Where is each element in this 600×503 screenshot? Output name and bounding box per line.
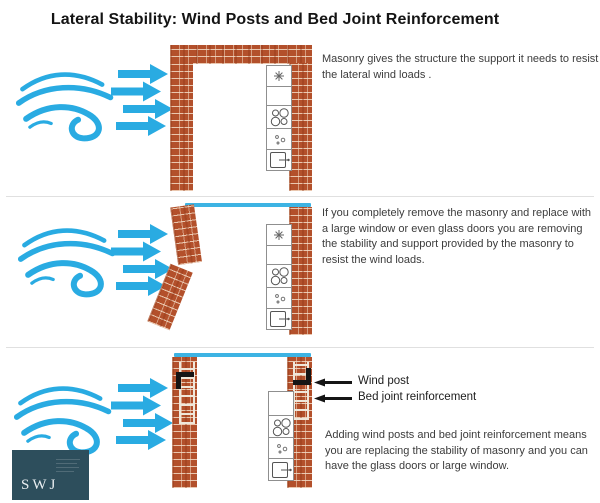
dots-icon <box>276 443 287 453</box>
masonry-wall-left <box>170 63 193 191</box>
wind-swirl-icon <box>18 222 118 298</box>
logo-text: SWJ <box>21 477 59 493</box>
glass-beam <box>174 353 311 357</box>
row-divider <box>6 347 594 348</box>
cabinet-unit <box>266 245 292 265</box>
extractor-unit <box>266 65 292 87</box>
fan-icon <box>274 71 284 81</box>
hob-icon <box>270 267 289 286</box>
sink-icon <box>269 152 290 168</box>
worktop-unit <box>268 437 294 459</box>
dots-icon <box>274 293 285 303</box>
extractor-unit <box>266 224 292 246</box>
sink-unit <box>266 308 292 330</box>
wind-post-label: Wind post <box>358 375 410 387</box>
swj-logo: SWJ <box>12 450 89 500</box>
wind-post-angle-right <box>293 368 311 385</box>
wind-swirl-icon <box>16 66 116 142</box>
hob-unit <box>268 415 294 438</box>
hob-icon <box>272 417 291 436</box>
bed-joint-reinforcement-right <box>293 362 309 420</box>
row-caption: Masonry gives the structure the support … <box>322 53 599 81</box>
kitchen-units <box>268 391 294 481</box>
logo-texture <box>56 471 74 472</box>
callout-arrow-icon <box>314 394 352 403</box>
row-caption: If you completely remove the masonry and… <box>322 207 592 266</box>
worktop-unit <box>266 287 292 309</box>
wind-swirl-icon <box>14 380 114 456</box>
kitchen-units <box>266 65 292 171</box>
wind-post-angle-left <box>176 372 194 389</box>
masonry-wall-right <box>289 63 312 191</box>
hob-unit <box>266 105 292 129</box>
hob-unit <box>266 264 292 288</box>
glass-beam <box>185 203 311 207</box>
sink-unit <box>268 458 294 481</box>
sink-icon <box>269 311 290 327</box>
row-caption: Adding wind posts and bed joint reinforc… <box>325 429 588 473</box>
sink-unit <box>266 149 292 171</box>
wind-arrows-icon <box>111 64 173 136</box>
logo-texture <box>56 467 79 468</box>
kitchen-units <box>266 224 292 330</box>
dots-icon <box>274 134 285 144</box>
masonry-wall-right <box>289 207 312 335</box>
cabinet-unit <box>266 86 292 106</box>
callout-arrow-icon <box>314 378 352 387</box>
logo-texture <box>56 459 80 460</box>
page-title: Lateral Stability: Wind Posts and Bed Jo… <box>50 11 500 28</box>
logo-texture <box>56 463 77 464</box>
bed-joint-reinforcement-label: Bed joint reinforcement <box>358 391 477 403</box>
wind-arrows-icon <box>111 378 173 450</box>
falling-wall-upper <box>170 204 202 266</box>
row-divider <box>6 196 594 197</box>
masonry-beam <box>170 45 312 64</box>
worktop-unit <box>266 128 292 150</box>
cabinet-unit <box>268 391 294 416</box>
fan-icon <box>274 230 284 240</box>
hob-icon <box>270 108 289 127</box>
bed-joint-reinforcement-left <box>179 362 195 424</box>
sink-icon <box>271 461 292 478</box>
